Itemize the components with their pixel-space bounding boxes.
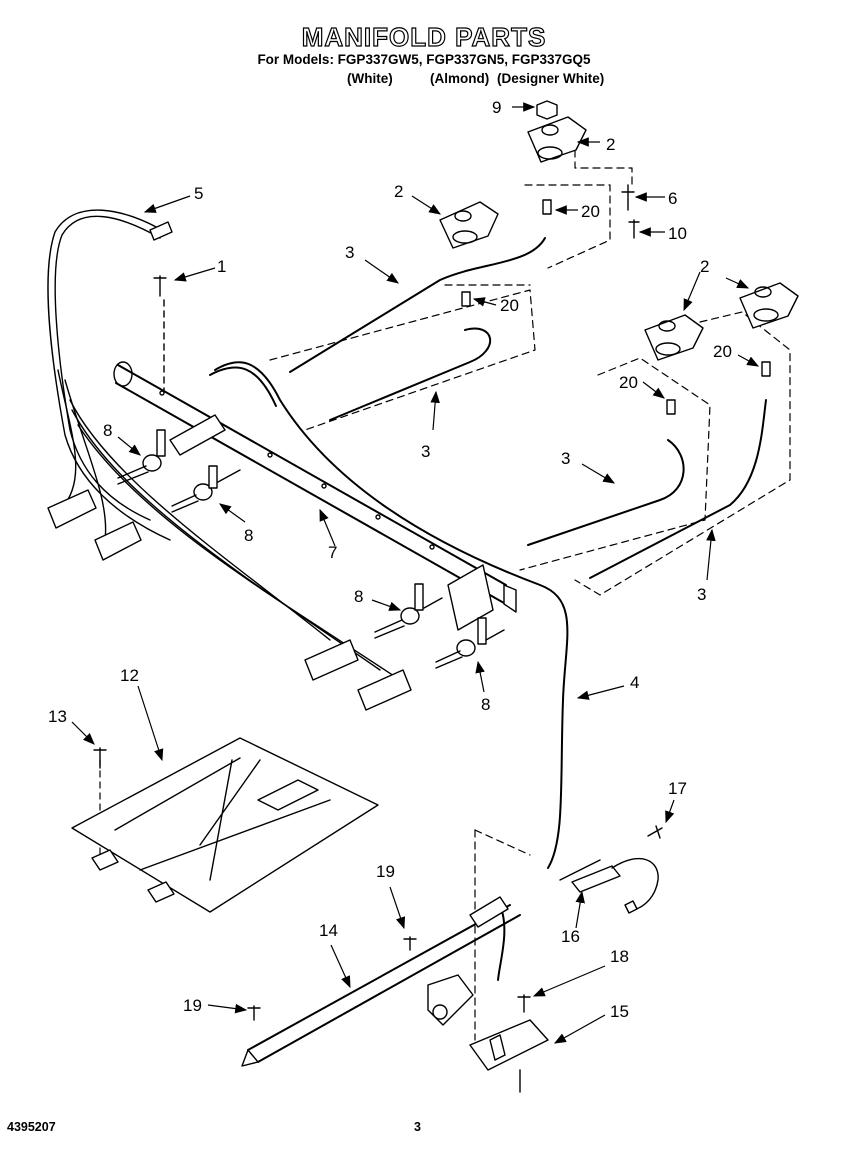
page-number: 3	[414, 1120, 421, 1134]
callout-3: 3	[345, 243, 354, 262]
callout-10: 10	[668, 224, 687, 243]
burner-valve-mid-right	[374, 583, 443, 639]
callout-8: 8	[103, 421, 112, 440]
callout-4: 4	[630, 673, 639, 692]
main-gas-tube	[214, 361, 569, 869]
burner-valve-upper-left	[117, 429, 166, 485]
callout-9: 9	[492, 98, 501, 117]
callout-2: 2	[606, 135, 615, 154]
callout-18: 18	[610, 947, 629, 966]
callout-16: 16	[561, 927, 580, 946]
oven-igniter	[559, 857, 659, 914]
callout-19: 19	[183, 996, 202, 1015]
color-designer-white-label: (Designer White)	[497, 71, 605, 86]
oven-burner-tube	[241, 896, 521, 1067]
burner-base-right-front	[644, 314, 704, 361]
cap-9	[536, 100, 558, 120]
callout-2: 2	[394, 182, 403, 201]
orifice-20b	[461, 291, 471, 307]
callout-20: 20	[500, 296, 519, 315]
screw-17	[647, 825, 663, 839]
callout-20: 20	[619, 373, 638, 392]
page-title: MANIFOLD PARTS	[301, 21, 547, 52]
burner-valve-mid-left	[171, 465, 241, 513]
orifice-20d	[761, 361, 771, 377]
models-line: For Models: FGP337GW5, FGP337GN5, FGP337…	[257, 52, 591, 67]
callout-17: 17	[668, 779, 687, 798]
switch-bracket-1	[47, 489, 97, 529]
screw-18	[517, 994, 531, 1013]
electrode-6	[621, 184, 635, 211]
color-almond-label: (Almond)	[430, 71, 490, 86]
screw-19b	[247, 1005, 261, 1021]
burner-shield	[71, 737, 379, 913]
callout-8: 8	[481, 695, 490, 714]
callout-7: 7	[328, 543, 337, 562]
callout-8: 8	[244, 526, 253, 545]
callout-20: 20	[581, 202, 600, 221]
manifold-tube	[113, 361, 517, 613]
burner-base-right-back	[739, 282, 799, 329]
callout-3: 3	[561, 449, 570, 468]
orifice-tube-left-back	[289, 237, 546, 373]
callout-3: 3	[421, 442, 430, 461]
screw-13	[93, 747, 107, 769]
callout-3: 3	[697, 585, 706, 604]
orifice-20c	[666, 399, 676, 415]
orifice-tube-right-front	[527, 439, 685, 546]
callout-5: 5	[194, 184, 203, 203]
callout-2: 2	[700, 257, 709, 276]
callout-1: 1	[217, 257, 226, 276]
manifold-bracket-right	[447, 564, 494, 631]
callout-15: 15	[610, 1002, 629, 1021]
callout-20: 20	[713, 342, 732, 361]
burner-valve-lower-right	[435, 617, 505, 669]
callout-6: 6	[668, 189, 677, 208]
screw-1	[153, 275, 167, 297]
color-white-label: (White)	[347, 71, 393, 86]
screw-10	[628, 219, 640, 239]
manifold-bracket-left	[169, 414, 226, 456]
oven-safety-valve	[427, 974, 549, 1093]
callout-14: 14	[319, 921, 338, 940]
orifice-tube-right-back	[589, 399, 767, 579]
switch-bracket-3	[304, 639, 359, 681]
burner-base-center	[439, 201, 499, 249]
document-part-number: 4395207	[7, 1120, 56, 1134]
orifice-20a	[542, 199, 552, 215]
callout-13: 13	[48, 707, 67, 726]
callout-12: 12	[120, 666, 139, 685]
callout-19: 19	[376, 862, 395, 881]
screw-19a	[403, 936, 417, 951]
orifice-tube-left-front	[329, 327, 491, 421]
callout-8: 8	[354, 587, 363, 606]
switch-bracket-2	[94, 521, 142, 561]
switch-bracket-4	[357, 669, 412, 711]
burner-base-top	[527, 116, 587, 163]
